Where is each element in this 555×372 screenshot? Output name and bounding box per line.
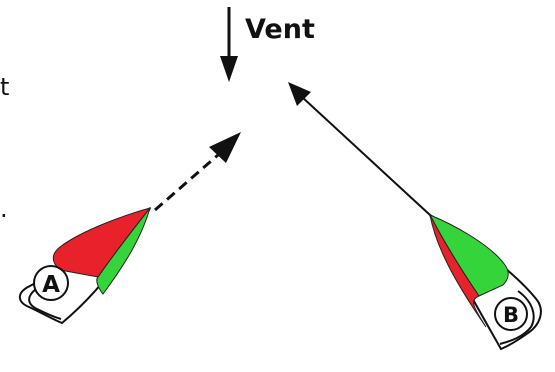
left-edge-dot: . (0, 197, 8, 221)
down-arrow-icon (220, 56, 238, 82)
boat-a-course (155, 132, 241, 210)
boat-b: B (430, 215, 541, 349)
dashed-arrow-icon (209, 132, 241, 163)
left-edge-text: t (0, 75, 9, 99)
boat-b-course (288, 82, 430, 215)
boat-a-label: A (42, 272, 60, 298)
boat-b-course-line (302, 97, 430, 215)
boat-a-course-line (155, 148, 226, 210)
wind-indicator: Vent (220, 7, 315, 82)
boat-b-label: B (503, 303, 519, 327)
boat-a: A (20, 208, 150, 323)
wind-label: Vent (245, 14, 315, 45)
